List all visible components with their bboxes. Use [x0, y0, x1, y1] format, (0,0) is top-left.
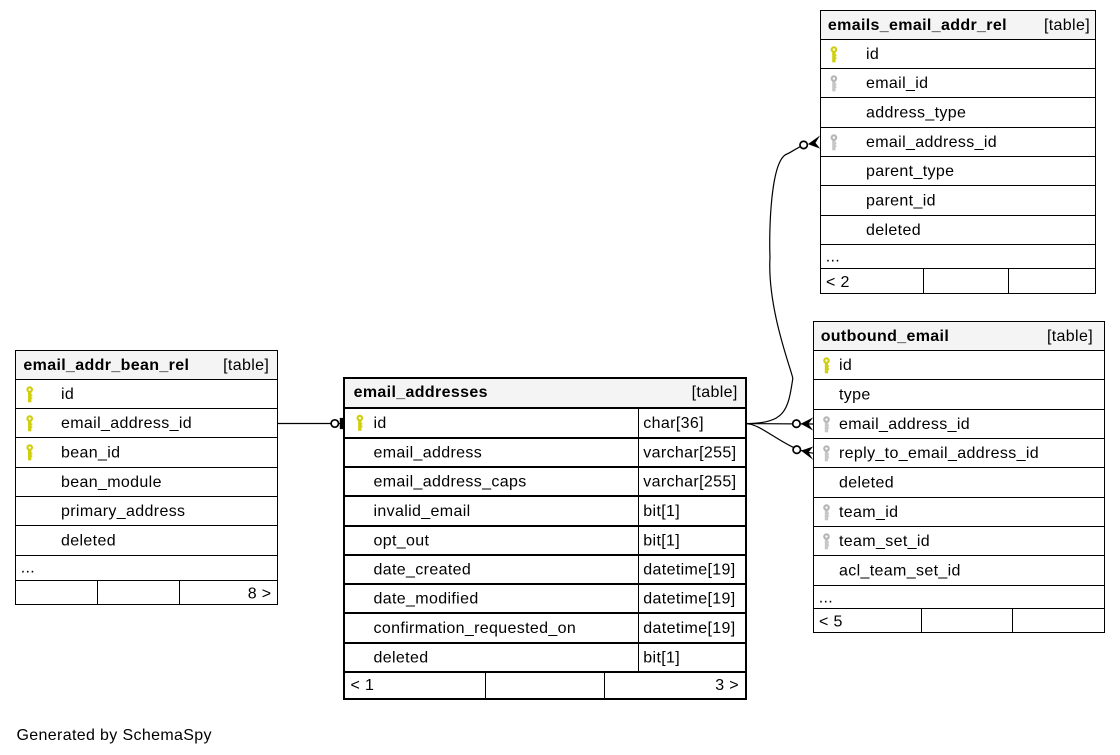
svg-text:team_id: team_id [839, 504, 898, 521]
svg-text:email_address_id: email_address_id [839, 416, 970, 433]
svg-text:parent_type: parent_type [866, 163, 954, 180]
svg-text:team_set_id: team_set_id [839, 533, 930, 550]
svg-text:[table]: [table] [1047, 328, 1093, 345]
svg-text:id: id [61, 386, 74, 403]
svg-text:id: id [839, 357, 852, 374]
svg-text:8 >: 8 > [248, 585, 272, 602]
svg-text:datetime[19]: datetime[19] [643, 591, 735, 608]
svg-text:confirmation_requested_on: confirmation_requested_on [374, 620, 577, 637]
svg-text:[table]: [table] [223, 357, 269, 374]
svg-text:invalid_email: invalid_email [374, 503, 471, 520]
svg-text:datetime[19]: datetime[19] [643, 620, 735, 637]
svg-text:bit[1]: bit[1] [643, 503, 680, 520]
svg-text:deleted: deleted [866, 222, 921, 239]
svg-text:bean_module: bean_module [61, 474, 162, 491]
svg-text:char[36]: char[36] [643, 415, 704, 432]
svg-text:type: type [839, 387, 871, 404]
svg-text:emails_email_addr_rel: emails_email_addr_rel [828, 17, 1007, 34]
svg-text:email_address_id: email_address_id [866, 134, 997, 151]
svg-text:bean_id: bean_id [61, 445, 120, 462]
svg-text:date_modified: date_modified [374, 591, 479, 608]
svg-text:primary_address: primary_address [61, 503, 185, 520]
svg-text:opt_out: opt_out [374, 533, 430, 550]
svg-text:...: ... [826, 248, 840, 265]
svg-text:bit[1]: bit[1] [643, 533, 680, 550]
svg-text:id: id [374, 415, 387, 432]
svg-text:acl_team_set_id: acl_team_set_id [839, 563, 961, 580]
svg-text:...: ... [21, 559, 35, 576]
svg-text:reply_to_email_address_id: reply_to_email_address_id [839, 445, 1039, 462]
svg-text:...: ... [819, 589, 833, 606]
svg-text:deleted: deleted [839, 475, 894, 492]
svg-text:email_addr_bean_rel: email_addr_bean_rel [23, 357, 189, 374]
svg-text:parent_id: parent_id [866, 193, 936, 210]
svg-text:email_addresses: email_addresses [354, 384, 488, 401]
svg-text:varchar[255]: varchar[255] [643, 445, 736, 462]
svg-text:Generated by SchemaSpy: Generated by SchemaSpy [17, 727, 212, 744]
svg-text:[table]: [table] [1044, 17, 1090, 34]
svg-text:datetime[19]: datetime[19] [643, 562, 735, 579]
svg-text:email_id: email_id [866, 75, 928, 92]
svg-text:email_address_caps: email_address_caps [374, 474, 527, 491]
svg-text:< 2: < 2 [826, 274, 850, 291]
svg-text:address_type: address_type [866, 105, 966, 122]
svg-text:email_address_id: email_address_id [61, 415, 192, 432]
svg-text:date_created: date_created [374, 562, 472, 579]
svg-text:3 >: 3 > [715, 677, 739, 694]
svg-text:bit[1]: bit[1] [643, 650, 680, 667]
svg-text:deleted: deleted [61, 533, 116, 550]
svg-text:< 1: < 1 [351, 677, 375, 694]
svg-text:id: id [866, 46, 879, 63]
svg-text:[table]: [table] [692, 384, 738, 401]
svg-text:deleted: deleted [374, 650, 429, 667]
svg-text:email_address: email_address [374, 445, 483, 462]
svg-text:< 5: < 5 [819, 613, 843, 630]
svg-text:varchar[255]: varchar[255] [643, 474, 736, 491]
svg-text:outbound_email: outbound_email [821, 328, 949, 345]
